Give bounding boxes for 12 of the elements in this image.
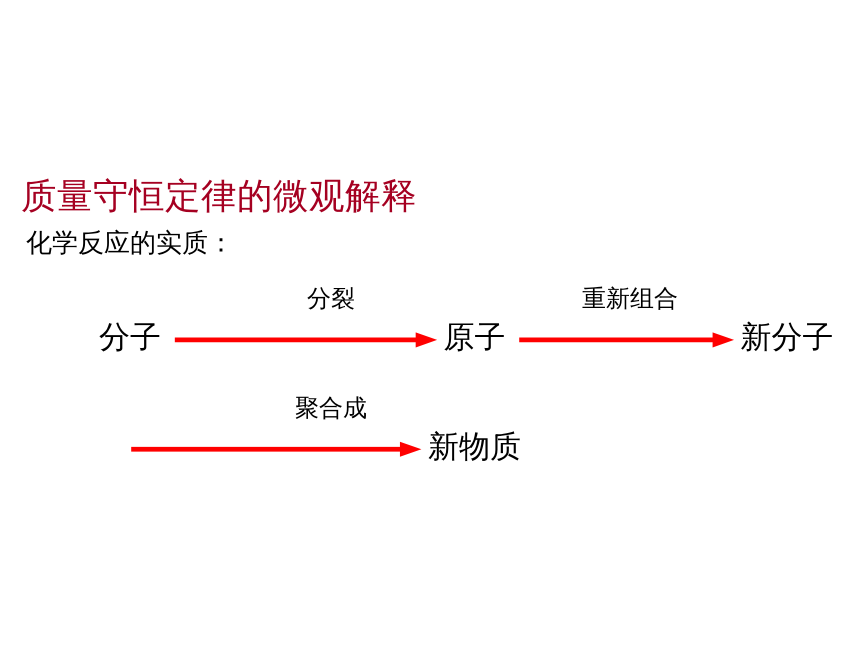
arrow	[174, 332, 438, 347]
node-text: 分子	[98, 318, 161, 355]
edge-label: 重新组合	[582, 284, 678, 312]
arrow	[519, 332, 734, 347]
node-text: 新物质	[428, 428, 522, 464]
edge-label: 聚合成	[295, 393, 368, 422]
node-text: 新分子	[740, 318, 834, 355]
label: 化学反应的实质：	[26, 228, 234, 258]
node-text: 原子	[444, 318, 506, 355]
edge-label: 分裂	[307, 284, 356, 312]
diagram-title: 质量守恒定律的微观解释	[21, 176, 418, 217]
arrow	[131, 441, 422, 456]
